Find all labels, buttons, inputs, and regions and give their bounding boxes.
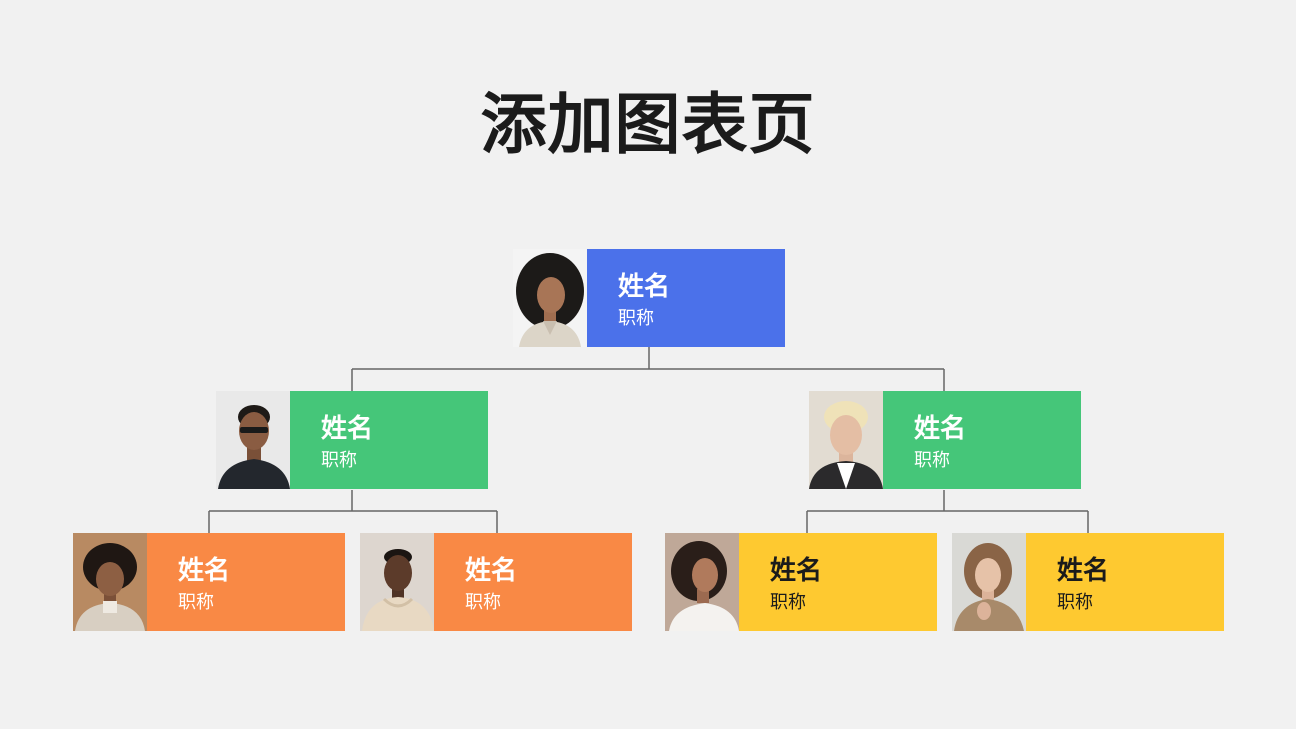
avatar-photo xyxy=(73,533,147,631)
org-node-root[interactable]: 姓名 职称 xyxy=(513,249,785,347)
avatar-photo xyxy=(360,533,434,631)
node-name: 姓名 xyxy=(1057,556,1110,586)
node-name: 姓名 xyxy=(770,556,823,586)
avatar-photo xyxy=(216,391,290,489)
node-role: 职称 xyxy=(321,450,357,471)
avatar-photo xyxy=(952,533,1026,631)
org-node-leaf-4[interactable]: 姓名 职称 xyxy=(952,533,1224,631)
node-role: 职称 xyxy=(1057,592,1093,613)
node-name: 姓名 xyxy=(465,556,518,586)
avatar-photo xyxy=(513,249,587,347)
page-title: 添加图表页 xyxy=(480,86,816,163)
node-name: 姓名 xyxy=(321,414,374,444)
org-node-leaf-3[interactable]: 姓名 职称 xyxy=(665,533,937,631)
org-node-mid-right[interactable]: 姓名 职称 xyxy=(809,391,1081,489)
node-role: 职称 xyxy=(770,592,806,613)
node-name: 姓名 xyxy=(914,414,967,444)
node-name: 姓名 xyxy=(178,556,231,586)
node-role: 职称 xyxy=(914,450,950,471)
node-role: 职称 xyxy=(618,308,654,329)
node-role: 职称 xyxy=(465,592,501,613)
avatar-photo xyxy=(809,391,883,489)
node-role: 职称 xyxy=(178,592,214,613)
node-name: 姓名 xyxy=(618,272,671,302)
org-node-leaf-1[interactable]: 姓名 职称 xyxy=(73,533,345,631)
org-node-mid-left[interactable]: 姓名 职称 xyxy=(216,391,488,489)
org-node-leaf-2[interactable]: 姓名 职称 xyxy=(360,533,632,631)
avatar-photo xyxy=(665,533,739,631)
